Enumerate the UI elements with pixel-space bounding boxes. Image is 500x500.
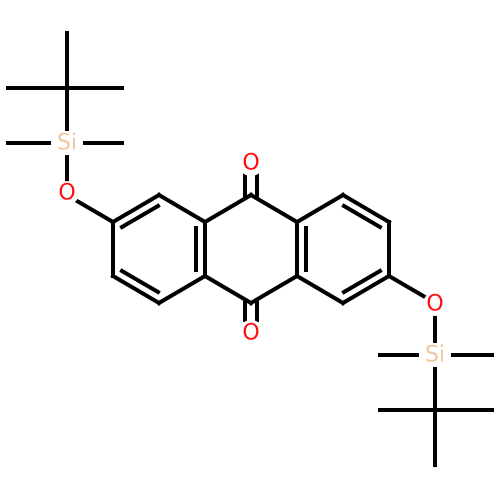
bond-c4-c4a xyxy=(156,273,208,306)
bond-c6-c5 xyxy=(340,273,392,306)
atom-label-layer: O O O O Si Si xyxy=(51,131,451,368)
atom-si-top: Si xyxy=(57,131,77,156)
atom-o-right: O xyxy=(426,292,443,317)
carbonyl-oxygen-top: O xyxy=(238,150,264,176)
atom-o-left: O xyxy=(58,181,75,206)
bond-c6-oright xyxy=(386,273,428,300)
bond-c10-c10a xyxy=(248,273,300,306)
bond-c10-c4a xyxy=(202,273,254,306)
silicon-top: Si xyxy=(51,131,83,156)
bond-c3-c4 xyxy=(110,273,162,306)
atom-si-bottom: Si xyxy=(425,343,445,368)
bond-c8-c7 xyxy=(340,192,392,225)
bond-c8a-c8 xyxy=(294,192,346,225)
ether-oxygen-right: O xyxy=(423,292,447,317)
bond-c6-c5-inner xyxy=(341,268,383,295)
ether-oxygen-left: O xyxy=(55,181,79,206)
atom-o10: O xyxy=(242,321,259,346)
silicon-bottom: Si xyxy=(419,343,451,368)
bond-c3-c4-inner xyxy=(119,268,161,295)
bond-c9a-c1 xyxy=(156,192,208,225)
bond-c5-c10a xyxy=(294,273,346,306)
bond-c1-c2 xyxy=(110,192,162,225)
atom-o9: O xyxy=(242,151,259,176)
bond-layer xyxy=(6,31,494,467)
bond-c1-c2-inner xyxy=(119,203,161,230)
bond-c2-oleft xyxy=(74,198,116,225)
bond-c9-c8a xyxy=(248,192,300,225)
bond-c8-c7-inner xyxy=(341,203,383,230)
carbonyl-oxygen-bottom: O xyxy=(238,320,264,346)
bond-c9-c9a xyxy=(202,192,254,225)
